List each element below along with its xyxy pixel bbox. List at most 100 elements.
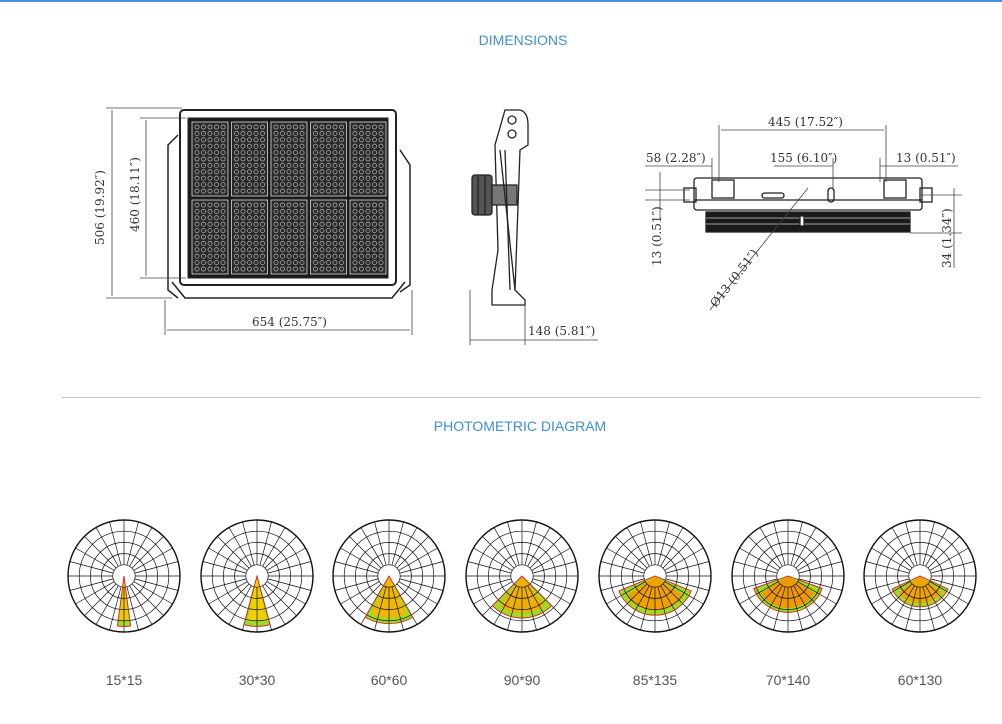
led-lens — [214, 143, 219, 149]
polar-spoke — [929, 581, 969, 605]
led-lens — [299, 143, 305, 149]
led-lens — [240, 143, 246, 149]
led-lens — [207, 182, 213, 187]
led-lens — [299, 215, 305, 221]
led-lens — [286, 124, 292, 130]
polar-spoke — [134, 561, 179, 574]
polar-spoke — [208, 547, 248, 571]
led-lens — [240, 240, 246, 246]
beam-angle-label: 85*135 — [632, 672, 678, 688]
led-lens — [214, 215, 219, 221]
led-lens — [365, 228, 371, 233]
led-lens — [280, 156, 285, 162]
photometric-heading: PHOTOMETRIC DIAGRAM — [433, 418, 607, 434]
polar-spoke — [208, 581, 248, 605]
led-lens — [253, 202, 259, 208]
led-lens — [194, 228, 200, 233]
polar-spoke — [532, 578, 577, 591]
led-lens — [378, 162, 384, 168]
led-lens — [352, 143, 358, 149]
led-lens — [201, 202, 206, 208]
led-lens — [253, 162, 259, 168]
led-lens — [234, 221, 239, 227]
led-lens — [339, 130, 344, 136]
led-lens — [359, 188, 364, 194]
polar-spoke — [334, 561, 379, 574]
led-lens — [319, 137, 325, 143]
polar-spoke — [524, 586, 537, 631]
led-lens — [299, 130, 305, 136]
polar-spoke — [865, 578, 910, 591]
polar-spoke — [773, 521, 786, 566]
polar-spoke — [929, 547, 969, 571]
led-lens — [313, 215, 318, 221]
led-lens — [273, 130, 279, 136]
led-lens — [260, 150, 265, 155]
led-lens — [234, 247, 239, 253]
section-divider — [62, 397, 981, 398]
led-lens — [319, 228, 325, 233]
led-lens — [359, 215, 364, 221]
polar-spoke — [267, 578, 312, 591]
led-lens — [260, 215, 265, 221]
side-dimensions — [469, 290, 598, 345]
led-lens — [339, 247, 344, 253]
led-lens — [240, 247, 246, 253]
led-lens — [207, 156, 213, 162]
led-lens — [299, 150, 305, 155]
led-lens — [378, 240, 384, 246]
led-lens — [234, 156, 239, 162]
led-lens — [247, 228, 252, 233]
polar-spoke — [217, 536, 250, 569]
led-lens — [319, 215, 325, 221]
led-lens — [220, 260, 226, 265]
polar-spoke — [626, 527, 650, 567]
led-lens — [299, 247, 305, 253]
led-lens — [253, 169, 259, 175]
led-lens — [352, 156, 358, 162]
led-lens — [247, 221, 252, 227]
led-lens — [299, 169, 305, 175]
led-lens — [319, 221, 325, 227]
led-lens — [365, 169, 371, 175]
led-lens — [326, 124, 331, 130]
led-lens — [207, 247, 213, 253]
led-lens — [326, 182, 331, 187]
led-lens — [280, 175, 285, 181]
led-lens — [220, 124, 226, 130]
led-lens — [280, 247, 285, 253]
led-lens — [359, 253, 364, 259]
led-lens — [372, 150, 377, 155]
led-lens — [299, 266, 305, 272]
polar-spoke — [84, 583, 117, 616]
led-lens — [352, 266, 358, 272]
led-lens — [273, 234, 279, 240]
led-lens — [352, 130, 358, 136]
led-lens — [247, 240, 252, 246]
led-lens — [293, 175, 298, 181]
polar-spoke — [795, 583, 828, 616]
led-lens — [214, 130, 219, 136]
led-lens — [378, 150, 384, 155]
led-lens — [240, 137, 246, 143]
polar-spoke — [84, 536, 117, 569]
led-lens — [326, 169, 331, 175]
led-lens — [359, 137, 364, 143]
dimension-drawings: 506 (19.92″) 460 (18.11″) 654 (25.75″) 1… — [93, 107, 962, 345]
led-lens — [378, 156, 384, 162]
beam-outline — [243, 574, 271, 627]
polar-spoke — [662, 583, 695, 616]
led-lens — [220, 221, 226, 227]
led-lens — [260, 253, 265, 259]
led-lens — [319, 162, 325, 168]
led-lens — [286, 150, 292, 155]
led-lens — [260, 188, 265, 194]
led-lens — [234, 124, 239, 130]
led-lens — [214, 240, 219, 246]
polar-spoke — [133, 547, 173, 571]
led-lens — [313, 202, 318, 208]
polar-spoke — [75, 547, 115, 571]
led-lens — [194, 215, 200, 221]
led-lens — [214, 175, 219, 181]
led-lens — [194, 188, 200, 194]
